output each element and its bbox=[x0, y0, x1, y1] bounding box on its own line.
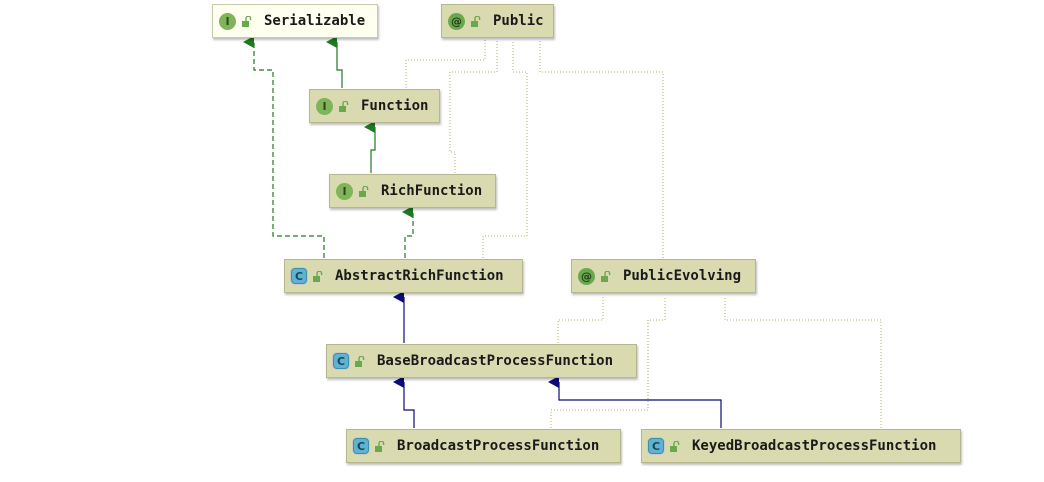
node-function[interactable]: I Function bbox=[309, 89, 440, 123]
annotation-icon: @ bbox=[448, 12, 465, 30]
edge-richfunction-function bbox=[364, 121, 376, 173]
edge-publicevolving-public bbox=[539, 40, 664, 258]
abstract-class-icon: C bbox=[353, 438, 369, 454]
edge-broadcast-basebroadcast bbox=[393, 376, 415, 428]
node-label: Serializable bbox=[264, 13, 366, 29]
node-keyedbroadcastprocessfunction[interactable]: C KeyedBroadcastProcessFunction bbox=[641, 429, 961, 463]
node-label: KeyedBroadcastProcessFunction bbox=[692, 438, 937, 454]
interface-icon: I bbox=[316, 97, 333, 115]
unlocked-icon bbox=[670, 440, 680, 452]
unlocked-icon bbox=[471, 15, 481, 27]
node-label: AbstractRichFunction bbox=[335, 268, 504, 284]
edge-function-public bbox=[405, 40, 486, 88]
node-label: Function bbox=[361, 98, 429, 114]
unlocked-icon bbox=[313, 270, 323, 282]
node-public[interactable]: @ Public bbox=[441, 4, 554, 38]
unlocked-icon bbox=[359, 185, 369, 197]
annotation-icon: @ bbox=[578, 267, 595, 285]
unlocked-icon bbox=[601, 270, 611, 282]
interface-icon: I bbox=[219, 12, 236, 30]
node-label: PublicEvolving bbox=[623, 268, 742, 284]
node-broadcastprocessfunction[interactable]: C BroadcastProcessFunction bbox=[346, 429, 621, 463]
edge-abstractrichfunction-public bbox=[482, 40, 528, 258]
abstract-class-icon: C bbox=[291, 268, 307, 284]
unlocked-icon bbox=[339, 100, 349, 112]
edge-keyed-basebroadcast bbox=[548, 376, 722, 428]
abstract-class-icon: C bbox=[333, 353, 349, 369]
interface-icon: I bbox=[336, 182, 353, 200]
node-publicevolving[interactable]: @ PublicEvolving bbox=[571, 259, 756, 293]
node-abstractrichfunction[interactable]: C AbstractRichFunction bbox=[284, 259, 523, 293]
node-serializable[interactable]: I Serializable bbox=[212, 4, 378, 38]
unlocked-icon bbox=[242, 15, 252, 27]
node-label: RichFunction bbox=[381, 183, 483, 199]
abstract-class-icon: C bbox=[648, 438, 664, 454]
node-basebroadcastprocessfunction[interactable]: C BaseBroadcastProcessFunction bbox=[326, 344, 637, 378]
edge-abstractrichfunction-richfunction bbox=[402, 206, 414, 258]
edge-basebroadcast-publicevolving bbox=[557, 296, 604, 343]
unlocked-icon bbox=[355, 355, 365, 367]
node-label: Public bbox=[493, 13, 544, 29]
node-richfunction[interactable]: I RichFunction bbox=[329, 174, 496, 208]
node-label: BroadcastProcessFunction bbox=[397, 438, 600, 454]
node-label: BaseBroadcastProcessFunction bbox=[377, 353, 614, 369]
unlocked-icon bbox=[375, 440, 385, 452]
edge-abstractrichfunction-serializable bbox=[243, 36, 325, 258]
edge-richfunction-public bbox=[449, 40, 498, 173]
edge-keyed-publicevolving bbox=[724, 296, 882, 428]
edge-function-serializable bbox=[326, 36, 343, 88]
edge-broadcast-publicevolving bbox=[550, 296, 666, 428]
